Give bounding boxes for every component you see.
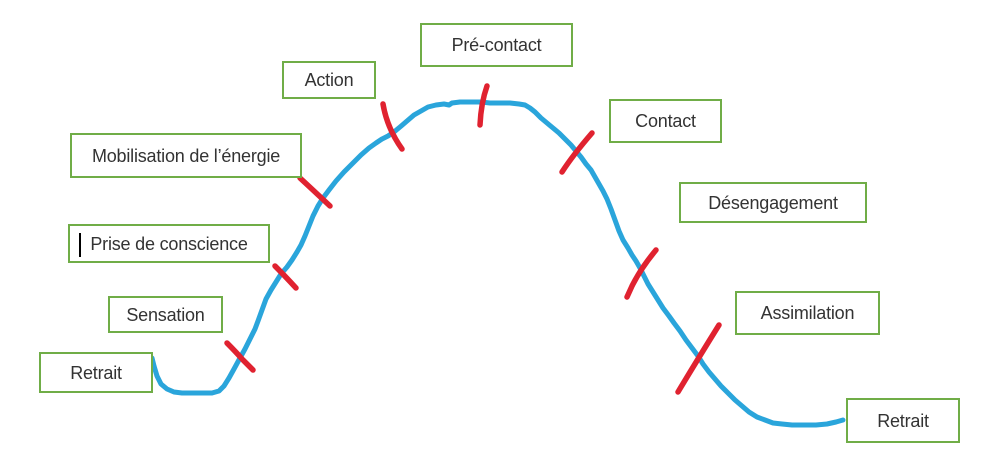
tick-mobilisation bbox=[297, 175, 333, 209]
label-prise-de-conscience-text: Prise de conscience bbox=[90, 233, 248, 254]
label-desengagement-text: Désengagement bbox=[708, 192, 838, 213]
label-action[interactable]: Action bbox=[282, 61, 376, 99]
tick-sensation bbox=[224, 340, 256, 373]
label-prise-de-conscience[interactable]: Prise de conscience bbox=[68, 224, 270, 263]
label-mobilisation-text: Mobilisation de l’énergie bbox=[91, 145, 281, 166]
label-assimilation-text: Assimilation bbox=[760, 303, 855, 323]
label-contact-text: Contact bbox=[635, 111, 696, 131]
tick-action bbox=[380, 101, 405, 152]
tick-contact bbox=[559, 130, 595, 175]
label-retrait-start-text: Retrait bbox=[70, 362, 122, 383]
tick-assimilation bbox=[675, 322, 722, 395]
tick-prise-de-conscience bbox=[272, 263, 299, 291]
label-pre-contact[interactable]: Pré-contact bbox=[420, 23, 573, 67]
label-pre-contact-text: Pré-contact bbox=[451, 35, 542, 55]
label-retrait-end[interactable]: Retrait bbox=[846, 398, 960, 443]
tick-desengagement bbox=[624, 247, 659, 300]
label-desengagement[interactable]: Désengagement bbox=[679, 182, 867, 223]
label-sensation[interactable]: Sensation bbox=[108, 296, 223, 333]
label-contact[interactable]: Contact bbox=[609, 99, 722, 143]
label-assimilation[interactable]: Assimilation bbox=[735, 291, 880, 335]
tick-pre-contact bbox=[477, 83, 490, 128]
label-sensation-text: Sensation bbox=[126, 304, 205, 325]
contact-cycle-curve bbox=[149, 99, 846, 428]
label-retrait-start[interactable]: Retrait bbox=[39, 352, 153, 393]
text-cursor bbox=[79, 233, 81, 257]
label-mobilisation[interactable]: Mobilisation de l’énergie bbox=[70, 133, 302, 178]
label-retrait-end-text: Retrait bbox=[877, 410, 929, 431]
label-action-text: Action bbox=[304, 70, 354, 90]
